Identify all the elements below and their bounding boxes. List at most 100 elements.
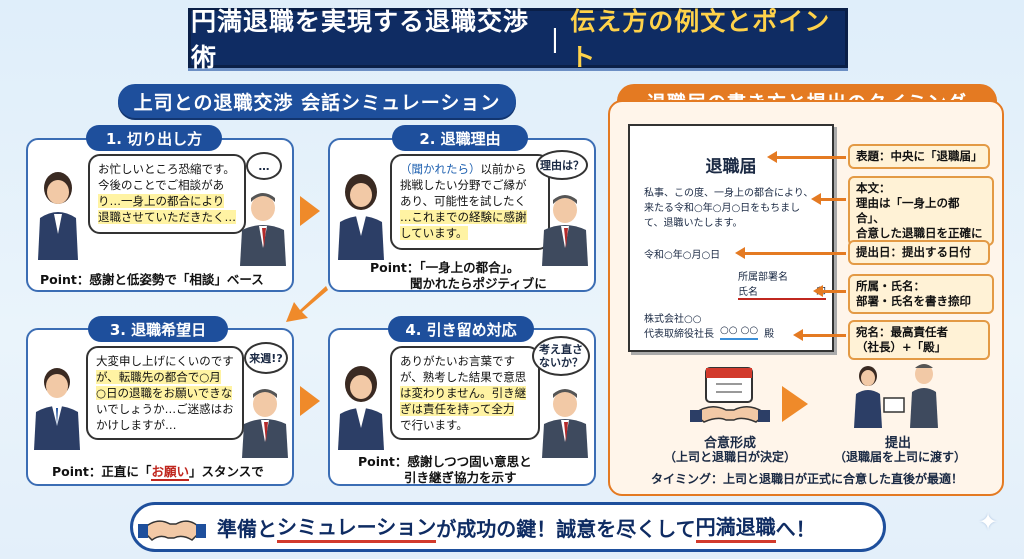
point-text: 感謝しつつ固い意思と	[407, 454, 532, 469]
bubble-paren: （聞かれたら）	[400, 162, 481, 176]
point-prefix: Point：	[370, 260, 420, 275]
speech-bubble-2: （聞かれたら）以前から 挑戦したい分野でご縁が あり、可能性を試したく …これま…	[390, 154, 550, 250]
point-text: 正直に「	[101, 464, 152, 479]
letter-company: 株式会社○○	[644, 314, 702, 325]
timing-note: タイミング：上司と退職日が正式に合意した直後が最適！	[650, 472, 963, 486]
conversation-section-header: 上司との退職交渉 会話シミュレーション	[118, 84, 516, 118]
bubble-line-highlight: が、転職先の都合で○月	[96, 370, 221, 384]
timeline-arrow-icon	[782, 386, 808, 422]
timeline-step1-sub: （上司と退職日が決定）	[663, 450, 796, 464]
speech-bubble-3: 大変申し上げにくいのです が、転職先の都合で○月 ○日の退職をお願いできな いで…	[86, 346, 244, 440]
page-title: 円満退職を実現する退職交渉術	[191, 7, 530, 72]
conclusion-text: が成功の鍵！誠意を尽くして	[436, 516, 696, 541]
calendar-handshake-icon	[690, 367, 770, 423]
submit-letter-icon	[854, 364, 938, 428]
bubble-line-highlight: しています。	[400, 226, 468, 240]
timeline-step2-sub: （退職届を上司に渡す）	[833, 450, 966, 464]
point-text-emphasis: お願い	[151, 464, 189, 481]
flow-arrow-diagonal-icon	[286, 286, 328, 322]
bubble-line: あり、可能性を試したく	[400, 194, 527, 208]
handshake-icon	[138, 520, 206, 541]
bubble-line-highlight: ぎは責任を持って全力	[400, 402, 515, 416]
point-prefix: Point：	[358, 454, 408, 469]
annotation-name: 所属・氏名： 部署・氏名を書き捺印	[848, 274, 994, 314]
annotation-arrow-icon	[811, 193, 846, 205]
letter-body-line: 来たる令和○年○月○日をもちまし	[644, 203, 801, 214]
employee-bowing-icon	[38, 172, 78, 260]
conclusion-text: へ！	[775, 516, 816, 541]
point-text-line2: 引き継ぎ協力を示す	[404, 470, 517, 485]
title-separator: |	[550, 23, 561, 53]
step-label-1: 1. 切り出し方	[86, 125, 222, 151]
speech-bubble-1: お忙しいところ恐縮です。 今後のことでご相談があ り…一身上の都合により 退職さ…	[88, 154, 246, 234]
point-text: 「一身上の都合」。	[419, 260, 520, 275]
speech-bubble-4: ありがたいお言葉です が、熟考した結果で意思 は変わりません。引き継 ぎは責任を…	[390, 346, 540, 440]
letter-title: 退職届	[705, 157, 757, 177]
step-point-1: Point：感謝と低姿勢で「相談」ベース	[40, 272, 290, 288]
conclusion-banner: 準備とシミュレーションが成功の鍵！誠意を尽くして円満退職へ！	[130, 502, 886, 552]
conclusion-text-emphasis: シミュレーション	[277, 511, 437, 543]
annotation-arrow-icon	[793, 329, 846, 341]
letter-date: 令和○年○月○日	[644, 250, 721, 261]
point-text: 感謝と低姿勢で「相談」ベース	[89, 272, 264, 287]
letter-addressee: 代表取締役社長 ○○ ○○ 殿	[644, 325, 774, 340]
resignation-letter-sample: 退職届 私事、この度、一身上の都合により、 来たる令和○年○月○日をもちまし て…	[628, 124, 834, 352]
boss-thought-bubble-4: 考え直さないか？	[532, 336, 590, 376]
letter-body-line: 私事、この度、一身上の都合により、	[644, 188, 814, 199]
timeline-step2-title: 提出	[884, 436, 911, 451]
employee-woman-icon	[338, 366, 384, 450]
bubble-line: いでしょうか…ご迷惑はお	[96, 402, 234, 416]
step-label-4: 4. 引き留め対応	[388, 316, 534, 342]
bubble-line-highlight: ○日の退職をお願いできな	[96, 386, 233, 400]
boss-thought-bubble-3: 来週!?	[244, 342, 288, 374]
annotation-arrow-icon	[735, 247, 846, 259]
conclusion-text: 準備と	[217, 516, 277, 541]
title-banner: 円満退職を実現する退職交渉術 | 伝え方の例文とポイント	[188, 7, 848, 72]
bubble-line: 挑戦したい分野でご縁が	[400, 178, 527, 192]
bubble-line: 大変申し上げにくいのです	[96, 354, 234, 368]
step-point-2: Point：「一身上の都合」。 聞かれたらポジティブに	[370, 260, 592, 292]
boss-icon	[542, 195, 588, 266]
bubble-line: 今後のことでご相談があ	[98, 178, 225, 192]
step-label-2: 2. 退職理由	[392, 125, 528, 151]
point-prefix: Point：	[40, 272, 90, 287]
boss-thought-bubble-2: 理由は？	[536, 150, 588, 180]
bubble-line-highlight: は変わりません。引き継	[400, 386, 527, 400]
annotation-body: 本文： 理由は「一身上の都合」、 合意した退職日を正確に	[848, 176, 994, 246]
employee-woman-icon	[338, 174, 384, 260]
letter-ceo-name: ○○ ○○	[720, 325, 759, 340]
letter-body: 私事、この度、一身上の都合により、 来たる令和○年○月○日をもちまし て、退職い…	[644, 186, 830, 231]
flow-arrow-right-icon	[300, 386, 320, 416]
letter-name: 氏名	[738, 287, 758, 298]
point-prefix: Point：	[52, 464, 102, 479]
bubble-line-highlight: り…一身上の都合により	[98, 194, 225, 208]
annotation-date: 提出日：提出する日付	[848, 240, 990, 265]
boss-icon	[542, 389, 588, 458]
boss-icon	[242, 389, 288, 458]
annotation-addressee: 宛名：最高責任者 （社長）+「殿」	[848, 320, 990, 360]
page-subtitle: 伝え方の例文とポイント	[570, 7, 831, 72]
bubble-line: ありがたいお言葉です	[400, 354, 515, 368]
letter-body-line: て、退職いたします。	[644, 218, 743, 229]
bubble-line-highlight: 退職させていただきたく…	[98, 210, 236, 224]
letter-ceo-title: 代表取締役社長	[644, 329, 714, 340]
bubble-line: が、熟考した結果で意思	[400, 370, 527, 384]
point-text: 」スタンスで	[188, 464, 264, 479]
bubble-line: 以前から	[480, 162, 527, 176]
letter-honorific: 殿	[764, 329, 775, 340]
annotation-heading: 表題：中央に「退職届」	[848, 144, 990, 169]
annotation-arrow-icon	[767, 151, 846, 163]
annotation-arrow-icon	[813, 285, 846, 297]
step-point-4: Point：感謝しつつ固い意思と 引き継ぎ協力を示す	[358, 454, 594, 486]
bubble-line-highlight: …これまでの経験に感謝	[400, 210, 527, 224]
sparkle-icon: ✦	[978, 508, 999, 536]
point-text-line2: 聞かれたらポジティブに	[410, 276, 547, 291]
conclusion-text-emphasis: 円満退職	[695, 511, 776, 543]
boss-thought-bubble-1: …	[246, 152, 282, 180]
bubble-line: お忙しいところ恐縮です。	[98, 162, 235, 176]
boss-icon	[240, 193, 286, 266]
step-label-3: 3. 退職希望日	[88, 316, 228, 342]
bubble-line: かけしますが…	[96, 418, 177, 432]
employee-man-icon	[34, 368, 80, 450]
step-point-3: Point：正直に「お願い」スタンスで	[52, 464, 292, 481]
